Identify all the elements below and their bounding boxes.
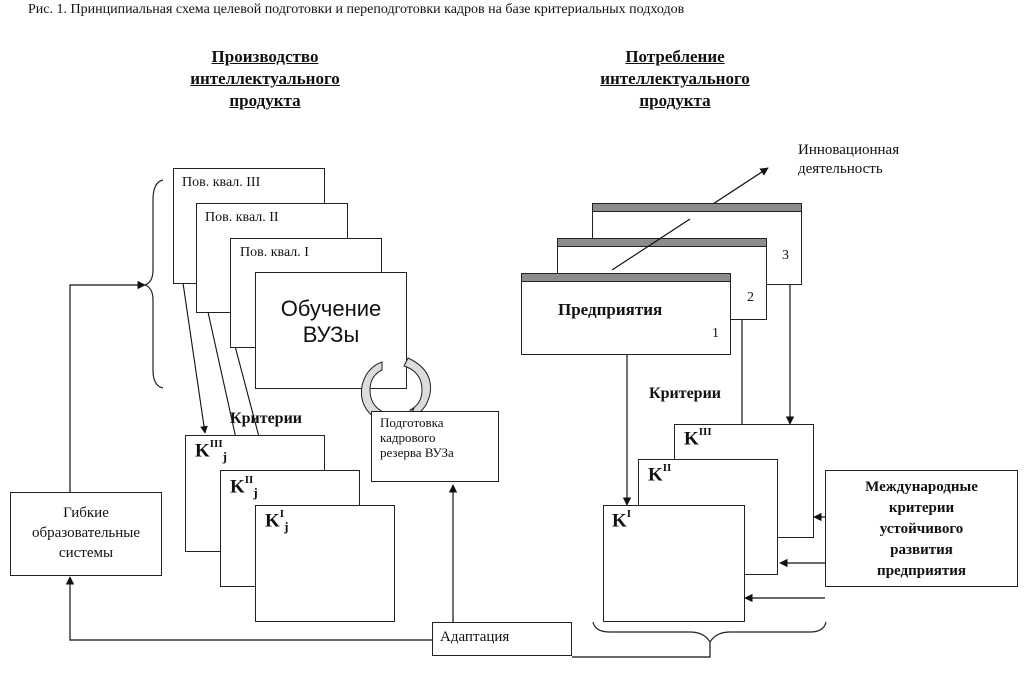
enterprise-1-box (521, 273, 731, 355)
criteria-left-label: Критерии (230, 410, 303, 427)
production-heading-line-3: продукта (229, 91, 301, 110)
qual1-label: Пов. квал. I (240, 245, 309, 260)
production-heading-line-2: интеллектуального (190, 69, 340, 88)
enterprise-1-bar (521, 273, 731, 282)
consumption-heading-line-1: Потребление (625, 47, 725, 66)
qual2-label: Пов. квал. II (205, 210, 279, 225)
enterprises-label: Предприятия (558, 300, 663, 319)
left-curly-brace (143, 179, 164, 389)
criteria-right-label: Критерии (649, 385, 722, 402)
k1-right-label: KI (612, 508, 632, 532)
k1-left-label: KIj (265, 508, 289, 535)
enterprise-3-number: 3 (782, 248, 789, 263)
k2-right-label: KII (648, 462, 672, 486)
training-line-2: ВУЗы (302, 322, 360, 347)
intl-line-5: предприятия (877, 563, 966, 579)
consumption-heading-line-2: интеллектуального (600, 69, 750, 88)
innovation-line-2: деятельность (798, 161, 883, 177)
flexible-line-2: образовательные (31, 525, 141, 541)
flexible-line-3: системы (58, 545, 114, 561)
enterprise-1-number: 1 (712, 326, 719, 341)
flexible-systems-label: Гибкие образовательные системы (10, 503, 162, 563)
k2-left-label: KIIj (230, 474, 258, 501)
adaptation-box (432, 622, 572, 656)
reserve-label: Подготовка кадрового резерва ВУЗа (380, 415, 454, 460)
adaptation-label: Адаптация (440, 629, 510, 645)
training-line-1: Обучение (280, 296, 382, 321)
reserve-line-3: резерва ВУЗа (380, 445, 454, 460)
reserve-box (371, 411, 499, 482)
k3-left-label: KIIIj (195, 438, 227, 465)
innovation-label: Инновационная деятельность (798, 141, 899, 179)
qual3-label: Пов. квал. III (182, 175, 261, 190)
adaptation-to-flexible-line (65, 576, 432, 641)
flexible-to-brace-line (69, 280, 146, 492)
bottom-right-brace (592, 621, 827, 644)
enterprise-2-bar (557, 238, 767, 247)
reserve-line-2: кадрового (380, 430, 436, 445)
innovation-line-1: Инновационная (798, 142, 900, 158)
qual3-to-k3-arrow (182, 282, 208, 434)
international-criteria-box (825, 470, 1018, 587)
international-criteria-label: Международные критерии устойчивого разви… (825, 477, 1018, 582)
flexible-systems-box (10, 492, 162, 576)
enterprise-2-number: 2 (747, 290, 754, 305)
training-label: Обучение ВУЗы (255, 296, 407, 348)
flexible-line-1: Гибкие (63, 505, 109, 521)
k1-left-box (255, 505, 395, 622)
consumption-heading: Потребление интеллектуального продукта (570, 46, 780, 112)
figure-caption: Рис. 1. Принципиальная схема целевой под… (28, 2, 685, 17)
brace-to-adaptation-line (572, 642, 711, 658)
consumption-heading-line-3: продукта (639, 91, 711, 110)
intl-line-3: устойчивого (879, 521, 964, 537)
enterprise-3-bar (592, 203, 802, 212)
production-heading-line-1: Производство (211, 47, 319, 66)
intl-line-1: Международные (865, 479, 978, 495)
reserve-line-1: Подготовка (380, 415, 444, 430)
k1-right-box (603, 505, 745, 622)
k3-right-label: KIII (684, 426, 712, 450)
intl-line-2: критерии (888, 500, 955, 516)
production-heading: Производство интеллектуального продукта (160, 46, 370, 112)
intl-line-4: развития (890, 542, 953, 558)
